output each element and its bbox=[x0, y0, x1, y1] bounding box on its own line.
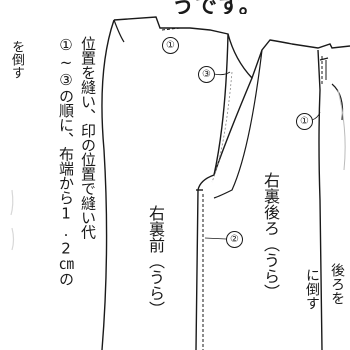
right-edge-arc bbox=[337, 89, 346, 171]
leader-2 bbox=[204, 237, 227, 240]
right-edge-note-2: 後ろを bbox=[329, 263, 345, 305]
leader-3 bbox=[213, 71, 231, 76]
top-text-fragment: うです。 bbox=[172, 0, 262, 14]
marker-1-right: ① bbox=[296, 113, 313, 130]
back-curl bbox=[331, 83, 344, 121]
marker-1-top: ① bbox=[162, 37, 179, 54]
back-piece-label: 右裏後ろ（うら） bbox=[261, 172, 280, 300]
right-edge-note-1: に倒す bbox=[304, 268, 320, 310]
front-piece-fold bbox=[101, 19, 115, 350]
left-note-text: を倒す bbox=[9, 40, 24, 79]
faint-mark bbox=[11, 227, 15, 251]
marker-3: ③ bbox=[198, 66, 215, 83]
front-curl bbox=[113, 19, 125, 43]
tick bbox=[319, 57, 329, 61]
stitch-line-3 bbox=[211, 71, 233, 183]
instruction-line-1: ①~③の順に、布端から1.2㎝の bbox=[57, 36, 75, 286]
front-piece-label: 右裏前（うら） bbox=[146, 205, 165, 317]
back-piece-outline bbox=[227, 33, 350, 80]
back-inner-edge bbox=[317, 49, 323, 350]
back-crotch-curve bbox=[213, 77, 253, 176]
marker-2: ② bbox=[226, 231, 243, 248]
stitch-line-1 bbox=[161, 27, 181, 31]
front-crotch-curve bbox=[213, 49, 263, 199]
instruction-line-2: 位置を縫い、印の位置で縫い代 bbox=[79, 36, 97, 239]
faint-mark bbox=[10, 189, 14, 216]
